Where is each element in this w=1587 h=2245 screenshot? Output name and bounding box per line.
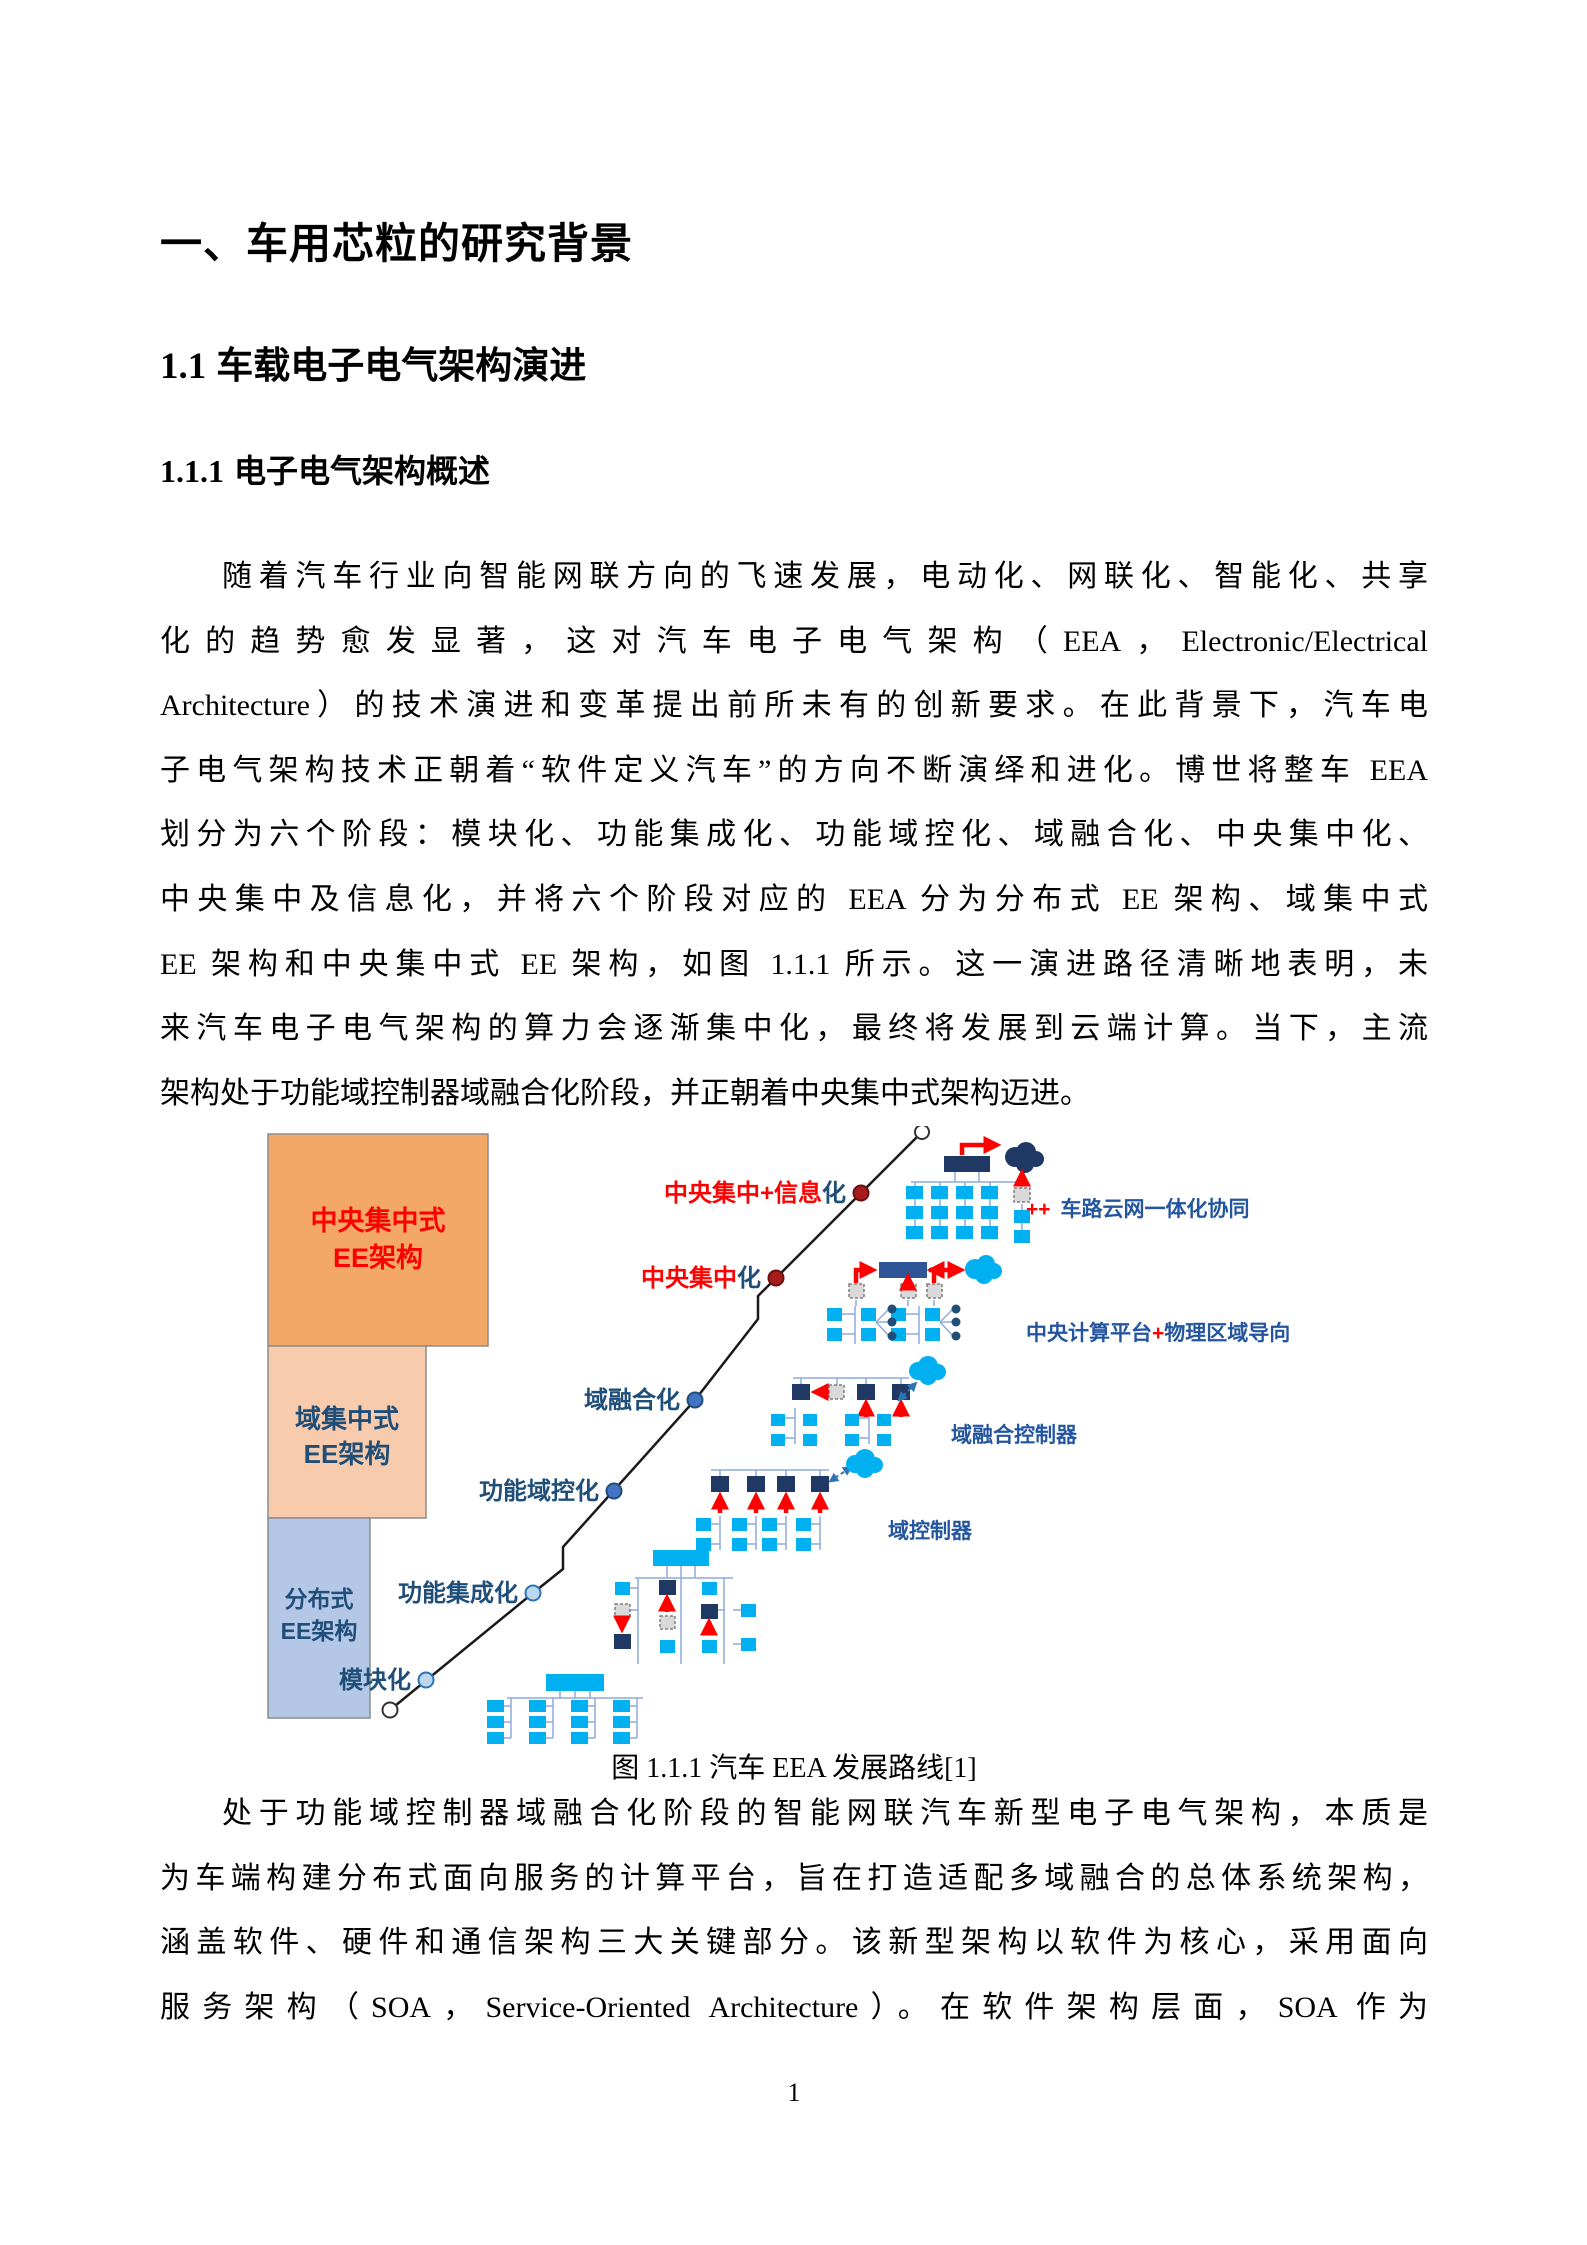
stage-label-function-integration: 功能集成化: [398, 1579, 518, 1607]
stage-label-domain-fusion: 域融合化: [584, 1386, 680, 1414]
annotation-fusion-controller: 域融合控制器: [951, 1423, 1078, 1447]
paragraph-line: EE 架构和中央集中式 EE 架构，如图 1.1.1 所示。这一演进路径清晰地表…: [160, 947, 1428, 981]
paragraph-line: 涵盖软件、硬件和通信架构三大关键部分。该新型架构以软件为核心，采用面向: [160, 1926, 1428, 1960]
paragraph-line: 子电气架构技术正朝着“软件定义汽车”的方向不断演绎和进化。博世将整车 EEA: [160, 753, 1428, 787]
annotation-cloud-network: ++车路云网一体化协同: [1026, 1197, 1250, 1221]
paragraph-line: 服务架构（SOA，Service-Oriented Architecture）。…: [160, 1990, 1428, 2024]
marker-central-info: [852, 1184, 870, 1202]
marker-function-integration: [524, 1584, 542, 1602]
svg-text:EE架构: EE架构: [304, 1439, 391, 1469]
cloud-icon: [965, 1255, 1002, 1284]
figure-eea-roadmap: 中央集中式 EE架构 域集中式 EE架构 分布式 EE架构: [263, 1124, 1425, 1748]
topology-central-computing: [827, 1255, 1002, 1344]
marker-domain-fusion: [686, 1391, 704, 1409]
cloud-icon: [1005, 1142, 1044, 1173]
topology-modular: [487, 1674, 643, 1744]
paragraph-line: 化的趋势愈发显著，这对汽车电子电气架构（EEA，Electronic/Elect…: [160, 624, 1428, 658]
figure-caption: 图 1.1.1 汽车 EEA 发展路线[1]: [611, 1753, 977, 1784]
paragraph-line: 划分为六个阶段：模块化、功能集成化、功能域控化、域融合化、中央集中化、: [160, 818, 1428, 852]
annotation-central-platform: 中央计算平台+物理区域导向: [1026, 1321, 1290, 1345]
subsection-number: 1.1.1: [160, 453, 224, 489]
topology-cloud-integrated: [906, 1136, 1044, 1243]
marker-central: [767, 1269, 785, 1287]
annotation-domain-controller: 域控制器: [888, 1519, 973, 1543]
marker-function-domain: [605, 1482, 623, 1500]
page-number: 1: [787, 2078, 801, 2107]
stage-markers: [381, 1124, 930, 1719]
node-dots: [887, 1304, 961, 1341]
paragraph-2: 处于功能域控制器域融合化阶段的智能网联汽车新型电子电气架构，本质是 为车端构建分…: [160, 1782, 1428, 2040]
section-number: 1.1: [160, 346, 207, 387]
heading-subsection: 1.1.1 电子电气架构概述: [160, 451, 1428, 491]
stage-label-function-domain: 功能域控化: [479, 1477, 599, 1505]
topology-domain-fusion: [771, 1356, 946, 1446]
topology-domain-controller: [696, 1449, 883, 1551]
paragraph-line: 来汽车电子电气架构的算力会逐渐集中化，最终将发展到云端计算。当下，主流: [160, 1012, 1428, 1046]
paragraph-line: 为车端构建分布式面向服务的计算平台，旨在打造适配多域融合的总体系统架构，: [160, 1861, 1428, 1895]
paragraph-line: 随着汽车行业向智能网联方向的飞速发展，电动化、网联化、智能化、共享: [222, 560, 1428, 593]
marker-modular: [417, 1671, 435, 1689]
heading-chapter: 一、车用芯粒的研究背景: [160, 220, 634, 267]
cloud-icon: [909, 1356, 946, 1385]
layer-box-central: 中央集中式 EE架构: [267, 1133, 489, 1347]
layer-box-domain: 域集中式 EE架构: [267, 1345, 427, 1519]
cloud-icon: [846, 1449, 883, 1478]
subsection-title: 电子电气架构概述: [234, 453, 491, 489]
stage-label-modular: 模块化: [339, 1666, 411, 1694]
paragraph-line: Architecture）的技术演进和变革提出前所未有的创新要求。在此背景下，汽…: [160, 689, 1428, 723]
svg-text:EE架构: EE架构: [281, 1618, 358, 1644]
paragraph-1: 随着汽车行业向智能网联方向的飞速发展，电动化、网联化、智能化、共享 化的趋势愈发…: [160, 545, 1428, 1126]
stage-label-central: 中央集中化: [641, 1264, 761, 1292]
marker-start: [381, 1701, 399, 1719]
topology-function-integration: [613, 1550, 756, 1664]
marker-end: [914, 1124, 930, 1140]
stage-label-central-info: 中央集中+信息化: [664, 1179, 846, 1207]
layer-box-distributed: 分布式 EE架构: [267, 1517, 371, 1719]
section-title: 车载电子电气架构演进: [216, 345, 587, 386]
paragraph-line: 架构处于功能域控制器域融合化阶段，并正朝着中央集中式架构迈进。: [160, 1076, 1090, 1110]
svg-text:EE架构: EE架构: [333, 1243, 423, 1273]
paragraph-line: 处于功能域控制器域融合化阶段的智能网联汽车新型电子电气架构，本质是: [222, 1797, 1428, 1830]
layer-box-distributed-label: 分布式: [285, 1586, 354, 1612]
layer-box-domain-label: 域集中式: [295, 1404, 399, 1434]
paragraph-line: 中央集中及信息化，并将六个阶段对应的 EEA 分为分布式 EE 架构、域集中式: [160, 882, 1428, 916]
layer-box-central-label: 中央集中式: [311, 1205, 446, 1236]
